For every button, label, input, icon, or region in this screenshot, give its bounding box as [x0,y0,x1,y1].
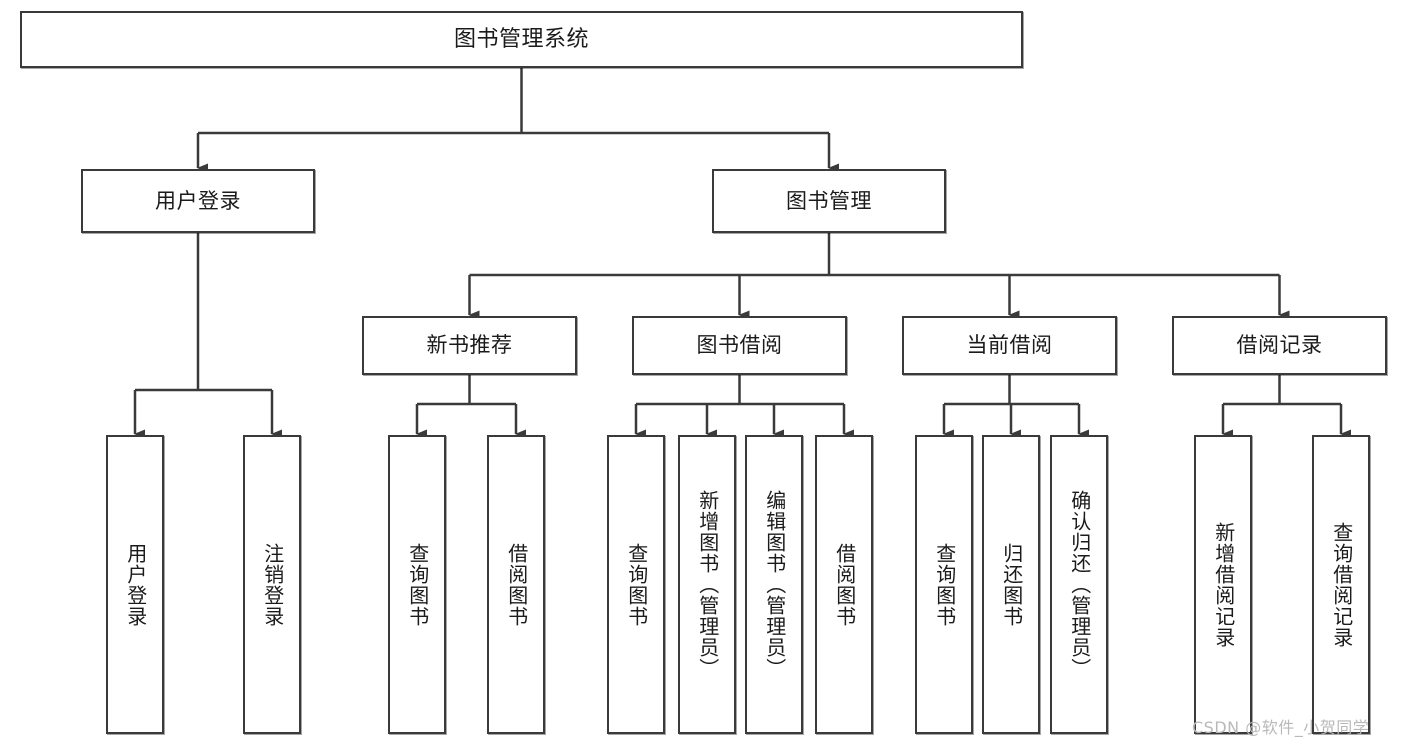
node-label-leaf-user-login: 用户登录 [123,542,148,627]
node-label-borrow-record: 借阅记录 [1236,333,1323,358]
node-label-root: 图书管理系统 [453,26,589,52]
node-leaf-return[interactable]: 归还图书 [982,435,1040,734]
node-label-leaf-add-book: 新增图书（管理员） [695,490,720,679]
node-leaf-borrow-2[interactable]: 借阅图书 [815,435,873,734]
node-leaf-edit-book[interactable]: 编辑图书（管理员） [745,435,803,734]
node-book-borrow[interactable]: 图书借阅 [632,316,847,375]
node-leaf-add-book[interactable]: 新增图书（管理员） [678,435,736,734]
node-label-leaf-edit-book: 编辑图书（管理员） [762,490,787,679]
node-label-leaf-query-2: 查询图书 [624,542,649,627]
node-book-manage[interactable]: 图书管理 [712,169,946,233]
node-user-login[interactable]: 用户登录 [81,169,315,233]
node-label-leaf-logout: 注销登录 [260,542,285,627]
node-label-user-login: 用户登录 [155,188,241,213]
node-label-book-borrow: 图书借阅 [696,333,783,358]
node-leaf-borrow-1[interactable]: 借阅图书 [487,435,545,734]
node-leaf-query-rec[interactable]: 查询借阅记录 [1312,435,1370,734]
node-current-borrow[interactable]: 当前借阅 [902,316,1117,375]
node-label-new-book-rec: 新书推荐 [426,333,513,358]
node-label-leaf-borrow-2: 借阅图书 [832,542,857,627]
node-label-leaf-query-rec: 查询借阅记录 [1329,521,1354,648]
csdn-watermark: CSDN @软件_小贺同学 [1192,718,1370,737]
node-label-leaf-query-3: 查询图书 [932,542,957,627]
node-leaf-confirm[interactable]: 确认归还（管理员） [1050,435,1108,734]
node-root[interactable]: 图书管理系统 [20,11,1023,68]
node-leaf-logout[interactable]: 注销登录 [243,435,301,734]
node-label-leaf-return: 归还图书 [999,542,1024,627]
node-label-leaf-borrow-1: 借阅图书 [504,542,529,627]
node-label-book-manage: 图书管理 [786,188,872,213]
edges-group [133,68,1351,439]
node-leaf-add-rec[interactable]: 新增借阅记录 [1194,435,1252,734]
node-leaf-user-login[interactable]: 用户登录 [106,435,164,734]
node-label-leaf-confirm: 确认归还（管理员） [1067,490,1092,679]
node-label-leaf-query-1: 查询图书 [405,542,430,627]
node-label-leaf-add-rec: 新增借阅记录 [1211,521,1236,648]
node-new-book-rec[interactable]: 新书推荐 [362,316,577,375]
node-label-current-borrow: 当前借阅 [966,333,1053,358]
node-borrow-record[interactable]: 借阅记录 [1172,316,1387,375]
node-leaf-query-2[interactable]: 查询图书 [607,435,665,734]
node-leaf-query-1[interactable]: 查询图书 [388,435,446,734]
node-leaf-query-3[interactable]: 查询图书 [915,435,973,734]
